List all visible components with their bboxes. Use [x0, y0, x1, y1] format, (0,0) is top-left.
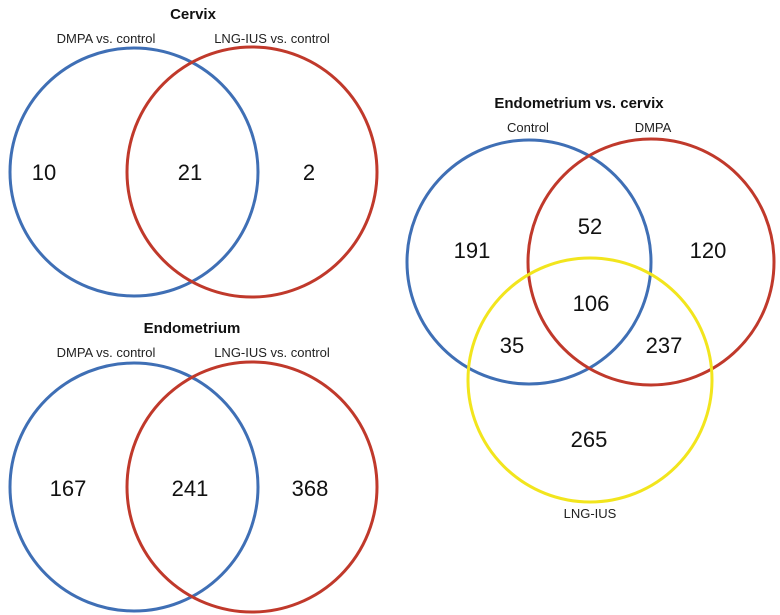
control-circle — [405, 138, 653, 386]
endometrium-vs-cervix-venn: Endometrium vs. cervix Control DMPA LNG-… — [405, 95, 776, 521]
dmpa-only-count: 120 — [690, 238, 727, 263]
endometrium-venn: Endometrium DMPA vs. control LNG-IUS vs.… — [8, 320, 379, 614]
endometrium-right-label: LNG-IUS vs. control — [214, 345, 330, 360]
lngius-only-count: 265 — [571, 427, 608, 452]
cervix-left-only-count: 10 — [32, 160, 56, 185]
endo-vs-cervix-title: Endometrium vs. cervix — [494, 95, 664, 112]
dmpa-label: DMPA — [635, 120, 672, 135]
cervix-both-count: 21 — [178, 160, 202, 185]
endometrium-both-count: 241 — [172, 476, 209, 501]
control-label: Control — [507, 120, 549, 135]
all-three-count: 106 — [573, 291, 610, 316]
endometrium-dmpa-circle — [8, 361, 260, 613]
endometrium-right-only-count: 368 — [292, 476, 329, 501]
lngius-circle — [466, 256, 714, 504]
endometrium-title: Endometrium — [144, 320, 241, 337]
control-dmpa-count: 52 — [578, 214, 602, 239]
endometrium-left-only-count: 167 — [50, 476, 87, 501]
cervix-left-label: DMPA vs. control — [57, 31, 156, 46]
endometrium-lngius-circle — [125, 360, 379, 614]
lngius-label: LNG-IUS — [564, 506, 617, 521]
cervix-dmpa-circle — [8, 46, 260, 298]
dmpa-circle — [526, 137, 776, 387]
control-only-count: 191 — [454, 238, 491, 263]
cervix-lngius-circle — [125, 45, 379, 299]
cervix-venn: Cervix DMPA vs. control LNG-IUS vs. cont… — [8, 6, 379, 299]
cervix-right-label: LNG-IUS vs. control — [214, 31, 330, 46]
cervix-title: Cervix — [170, 6, 217, 23]
control-lngius-count: 35 — [500, 333, 524, 358]
cervix-right-only-count: 2 — [303, 160, 315, 185]
dmpa-lngius-count: 237 — [646, 333, 683, 358]
endometrium-left-label: DMPA vs. control — [57, 345, 156, 360]
